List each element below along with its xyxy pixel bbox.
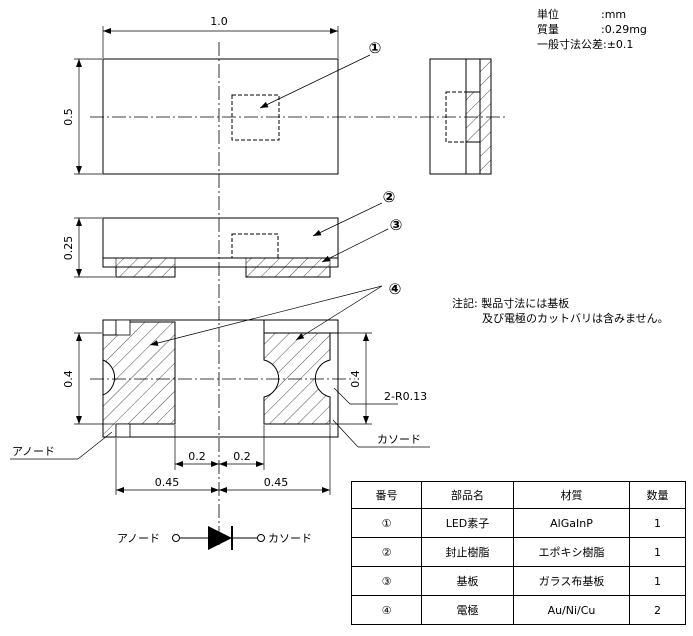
table-row: ② 封止樹脂 エポキシ樹脂 1 [351,537,686,567]
cell-quantity: 1 [629,508,686,538]
note-line-1: 注記: 製品寸法には基板 [452,297,570,310]
cell-material: エポキシ樹脂 [513,537,630,567]
callout-4: ④ [389,280,402,298]
cell-quantity: 2 [629,595,686,625]
header-part-name: 部品名 [421,481,514,509]
symbol-cathode-label: カソード [268,532,312,545]
cell-part-name: 封止樹脂 [421,537,514,567]
header-quantity: 数量 [629,481,686,509]
table-header-row: 番号 部品名 材質 数量 [351,481,686,509]
cell-number: ① [351,508,422,538]
top-view: 1.0 0.5 ① [62,15,505,545]
dim-width: 0.5 [62,108,75,126]
cell-material: ガラス布基板 [513,566,630,596]
cell-number: ② [351,537,422,567]
symbol-anode-label: アノード [117,532,160,545]
spec-block: 単位 :mm 質量 :0.29mg 一般寸法公差:±0.1 [537,7,647,52]
cell-quantity: 1 [629,566,686,596]
note-block: 注記: 製品寸法には基板 及び電極のカットバリは含みません。 [452,296,669,326]
mass-value: :0.29mg [601,23,647,36]
cell-material: Au/Ni/Cu [513,595,630,625]
cell-part-name: 電極 [421,595,514,625]
diode-triangle-icon [208,526,232,550]
side-view [429,58,492,175]
dim-pad-height-right: 0.4 [349,370,362,388]
callout-1: ① [369,39,382,57]
front-view-outline [102,217,339,259]
table-row: ① LED素子 AlGaInP 1 [351,508,686,538]
cell-number: ④ [351,595,422,625]
tolerance-value: :±0.1 [603,38,634,51]
callout-3: ③ [390,216,403,234]
table-row: ④ 電極 Au/Ni/Cu 2 [351,595,686,625]
callout-2: ② [383,188,396,206]
dim-pitch-right: 0.45 [264,476,289,489]
top-view-outline [102,58,339,175]
led-chip-outline [231,94,280,141]
cell-part-name: LED素子 [421,508,514,538]
dim-pitch-left: 0.45 [155,476,180,489]
bottom-view-outline [102,319,339,438]
dim-pad-height-left: 0.4 [62,370,75,388]
parts-table: 番号 部品名 材質 数量 ① LED素子 AlGaInP 1 ② 封止樹脂 エポ… [351,481,686,625]
front-view: 0.25 ② ③ [62,188,403,278]
tolerance-label: 一般寸法公差 [537,38,603,51]
note-line-2: 及び電極のカットバリは含みません。 [482,312,669,325]
cell-material: AlGaInP [513,508,630,538]
dim-height: 0.25 [62,236,75,261]
mass-label: 質量 [537,23,559,36]
bottom-view: 0.4 0.4 2-R0.13 ④ アノード カソード 0.2 0.2 0.45 [10,280,430,495]
dim-gap-left: 0.2 [188,450,206,463]
table-row: ③ 基板 ガラス布基板 1 [351,566,686,596]
dim-radius: 2-R0.13 [384,390,427,403]
cell-part-name: 基板 [421,566,514,596]
cathode-label: カソード [377,433,421,446]
anode-pad [102,321,176,438]
header-material: 材質 [513,481,630,509]
anode-label: アノード [12,445,55,458]
cell-number: ③ [351,566,422,596]
header-number: 番号 [351,481,422,509]
unit-label: 単位 [537,8,559,21]
diode-symbol: アノード カソード [117,526,312,550]
unit-value: :mm [601,8,627,21]
dim-length: 1.0 [210,15,228,28]
dim-gap-right: 0.2 [233,450,251,463]
cell-quantity: 1 [629,537,686,567]
cathode-pad [263,332,331,425]
